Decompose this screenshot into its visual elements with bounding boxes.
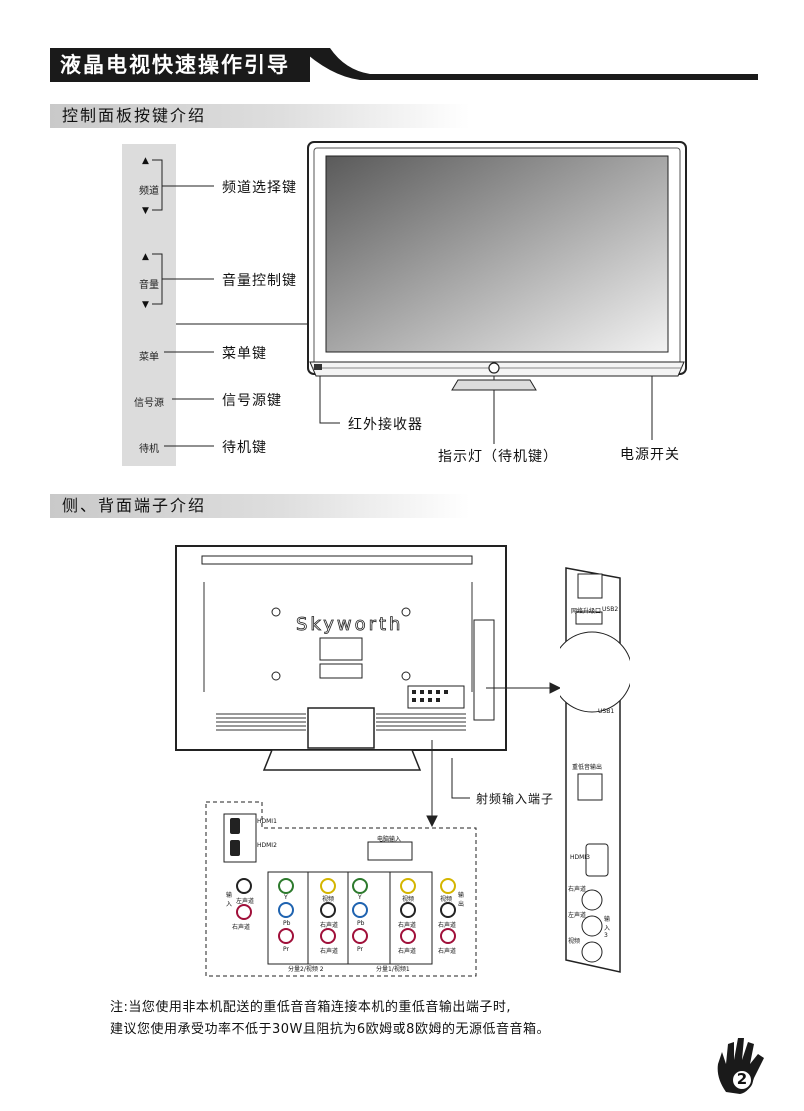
connector-detail-box: [205, 801, 477, 977]
detail-pc-input: 电脑输入: [377, 836, 402, 843]
detail-pb-1: Pb: [357, 920, 365, 927]
label-ir-receiver: 红外接收器: [348, 417, 423, 433]
header-swoosh: [300, 48, 758, 80]
detail-y-2: Y: [284, 894, 288, 901]
panel-menu: 菜单: [139, 352, 159, 363]
detail-right-ch-out: 右声道: [438, 922, 457, 929]
detail-right-ch-2b: 右声道: [320, 948, 339, 955]
detail-video-out: 视频: [440, 896, 453, 903]
detail-hdmi2: HDMI2: [257, 842, 277, 849]
side-usb1: USB1: [598, 708, 615, 715]
detail-left-ch: 左声道: [236, 898, 255, 905]
label-power-switch: 电源开关: [620, 447, 680, 463]
detail-hdmi1: HDMI1: [257, 818, 277, 825]
panel-volume: 音量: [139, 280, 159, 291]
label-channel-key: 频道选择键: [222, 180, 297, 196]
side-panel-illustration: [560, 567, 630, 973]
detail-group1: 分量1/视频1: [376, 966, 410, 973]
label-standby-key: 待机键: [222, 440, 267, 456]
detail-right-ch: 右声道: [232, 924, 251, 931]
page-header: 液晶电视快速操作引导: [50, 48, 310, 82]
side-hdmi3: HDMI3: [570, 854, 590, 861]
hand-icon: [717, 1038, 764, 1094]
control-panel-strip: ▲ 频道 ▼ ▲ 音量 ▼ 菜单 信号源 待机: [122, 144, 176, 466]
label-indicator: 指示灯（待机键）: [438, 449, 558, 465]
label-source-key: 信号源键: [222, 393, 282, 409]
detail-input-label: 输入: [226, 892, 233, 908]
panel-standby: 待机: [139, 444, 159, 455]
up-arrow-icon: ▲: [142, 156, 149, 166]
side-subwoofer-out: 重低音输出: [572, 764, 603, 771]
detail-video-2: 视频: [322, 896, 335, 903]
tv-back-illustration: Skyworth: [175, 545, 507, 771]
side-input3: 输入3: [604, 916, 611, 939]
detail-right-ch-1b: 右声道: [398, 948, 417, 955]
detail-pr-2: Pr: [283, 946, 289, 953]
side-video: 视频: [568, 938, 581, 945]
side-right-ch: 右声道: [568, 886, 587, 893]
detail-pr-1: Pr: [357, 946, 363, 953]
brand-logo: Skyworth: [296, 614, 403, 635]
side-usb2: USB2: [602, 606, 619, 613]
detail-video-1: 视频: [402, 896, 415, 903]
label-menu-key: 菜单键: [222, 346, 267, 362]
detail-right-ch-1: 右声道: [398, 922, 417, 929]
label-rf-input: 射频输入端子: [476, 792, 555, 806]
detail-y-1: Y: [358, 894, 362, 901]
detail-output-label: 输出: [458, 892, 465, 908]
note-line-1: 注:当您使用非本机配送的重低音音箱连接本机的重低音输出端子时,: [110, 1000, 512, 1015]
page-number: 2: [736, 1070, 748, 1088]
down-arrow-icon: ▼: [142, 206, 149, 216]
side-net-upgrade: 网络升级口: [571, 608, 602, 615]
side-left-ch: 左声道: [568, 912, 587, 919]
label-volume-key: 音量控制键: [222, 273, 297, 289]
section-title-control-panel: 控制面板按键介绍: [50, 104, 470, 128]
detail-right-ch-out2: 右声道: [438, 948, 457, 955]
back-leader-lines: [426, 682, 562, 828]
note-line-2: 建议您使用承受功率不低于30W且阻抗为6欧姆或8欧姆的无源低音音箱。: [110, 1022, 550, 1037]
panel-channel: 频道: [139, 186, 159, 197]
tv-front-illustration: [307, 141, 687, 391]
panel-source: 信号源: [134, 398, 164, 409]
section-title-side-back: 侧、背面端子介绍: [50, 494, 470, 518]
up-arrow-icon: ▲: [142, 252, 149, 262]
detail-pb-2: Pb: [283, 920, 291, 927]
down-arrow-icon: ▼: [142, 300, 149, 310]
detail-right-ch-2: 右声道: [320, 922, 339, 929]
detail-group2: 分量2/视频 2: [288, 966, 324, 973]
